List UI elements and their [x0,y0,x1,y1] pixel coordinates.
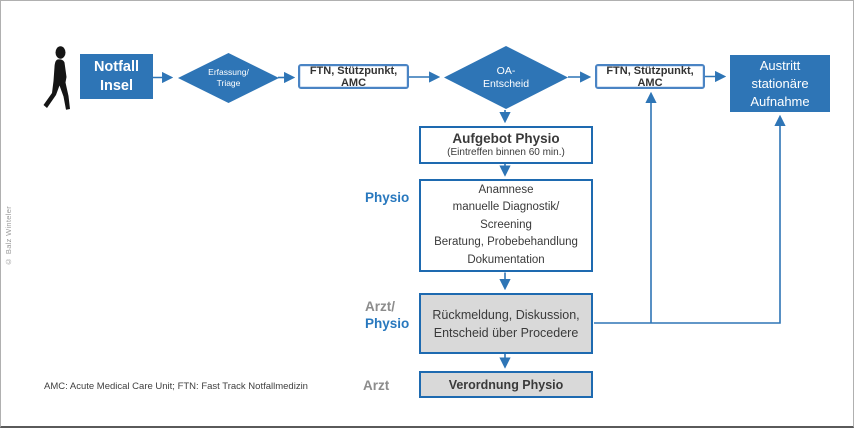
node-anamnese: Anamnese manuelle Diagnostik/ Screening … [419,179,593,272]
oa-line2: Entscheid [482,77,530,90]
triage-line2: Triage [216,78,241,88]
copyright-credit: © Balz Winteler [4,206,13,266]
notfall-line2: Insel [99,77,134,94]
physio-label-text: Physio [365,190,410,205]
triage-line1: Erfassung/ [208,67,249,77]
physio-part-text: Physio [365,316,410,331]
ftn-right-label: FTN, Stützpunkt, AMC [606,64,694,89]
node-austritt-stationaere-aufnahme: Austritt stationäre Aufnahme [730,55,830,112]
aufgebot-subtitle: (Eintreffen binnen 60 min.) [447,147,565,158]
row-label-arzt-physio: Arzt/ Physio [365,298,409,332]
node-verordnung-physio: Verordnung Physio [419,371,593,398]
oa-line1: OA- [496,64,516,77]
node-ftn-stuetzpunkt-amc-right: FTN, Stützpunkt, AMC [595,64,705,89]
abbreviation-footnote: AMC: Acute Medical Care Unit; FTN: Fast … [44,381,308,392]
verordnung-label: Verordnung Physio [448,377,564,392]
anamnese-line-1: Anamnese [478,183,534,196]
anamnese-line-5: Dokumentation [467,253,545,266]
rueckmeldung-line2: Entscheid über Procedere [433,325,579,340]
anamnese-line-4: Beratung, Probebehandlung [434,236,578,249]
austritt-line3: Aufnahme [750,93,810,109]
row-label-arzt: Arzt [363,377,389,394]
node-aufgebot-physio: Aufgebot Physio (Eintreffen binnen 60 mi… [419,126,593,164]
walking-person-icon [43,46,70,110]
austritt-line1: Austritt [759,57,801,73]
aufgebot-title: Aufgebot Physio [452,131,560,146]
austritt-line2: stationäre [751,75,809,91]
arzt-part-text: Arzt/ [365,299,395,314]
rueckmeldung-line1: Rückmeldung, Diskussion, [432,307,580,322]
connector-rueckmeldung-to-austritt [594,114,786,324]
node-notfall-insel: Notfall Insel [80,54,153,99]
anamnese-line-3: Screening [480,218,532,231]
node-rueckmeldung: Rückmeldung, Diskussion, Entscheid über … [419,293,593,354]
notfall-line1: Notfall [93,58,140,75]
node-ftn-stuetzpunkt-amc-left: FTN, Stützpunkt, AMC [298,64,409,89]
row-label-physio: Physio [365,189,409,206]
anamnese-line-2: manuelle Diagnostik/ [452,201,560,214]
arzt-label-text: Arzt [363,378,390,393]
ftn-left-label: FTN, Stützpunkt, AMC [309,64,398,89]
